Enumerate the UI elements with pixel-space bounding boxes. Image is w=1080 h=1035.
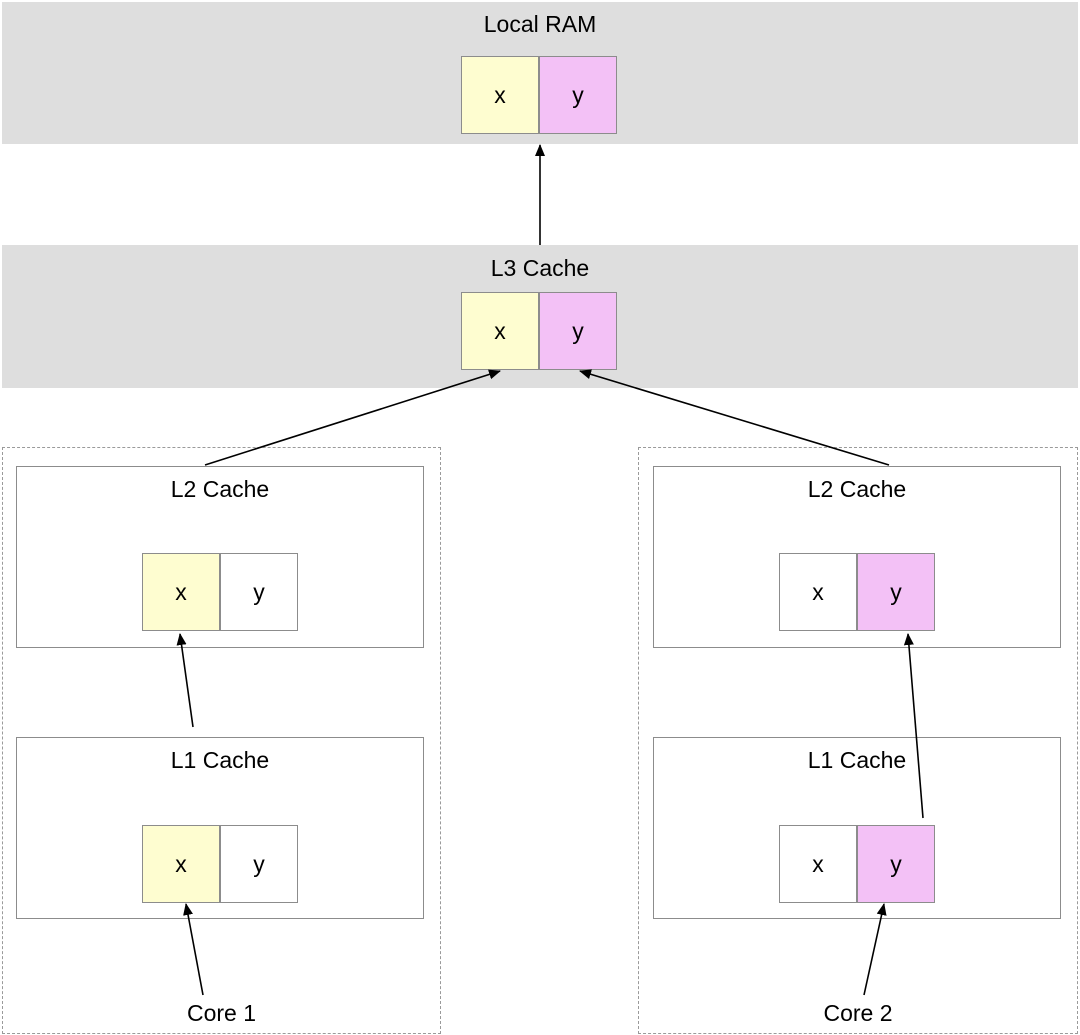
core-2-l1-cell-x: x: [779, 825, 857, 903]
l3-cache-title: L3 Cache: [490, 255, 590, 281]
core-2-l2-cell-y: y: [857, 553, 935, 631]
core-1-l2-cache-box: L2 Cache x y: [16, 466, 424, 648]
local-ram-title: Local RAM: [483, 11, 597, 37]
core-2-l1-cell-y: y: [857, 825, 935, 903]
core-2-label: Core 2: [823, 1000, 893, 1026]
core-1-l1-title: L1 Cache: [170, 747, 270, 773]
core-2-group: L2 Cache x y L1 Cache x y Core 2: [638, 447, 1078, 1034]
core-1-group: L2 Cache x y L1 Cache x y Core 1: [2, 447, 441, 1034]
local-ram-cell-x: x: [461, 56, 539, 134]
local-ram-cell-y: y: [539, 56, 617, 134]
l3-cell-y: y: [539, 292, 617, 370]
core-1-l2-cell-x: x: [142, 553, 220, 631]
local-ram-band: Local RAM x y: [2, 2, 1078, 144]
core-1-label: Core 1: [186, 1000, 257, 1026]
core-2-l1-cache-box: L1 Cache x y: [653, 737, 1061, 919]
core-1-l2-title: L2 Cache: [170, 476, 270, 502]
core-2-l1-title: L1 Cache: [807, 747, 907, 773]
core-2-l2-cache-box: L2 Cache x y: [653, 466, 1061, 648]
core-2-l2-cell-x: x: [779, 553, 857, 631]
l3-cell-x: x: [461, 292, 539, 370]
core-1-l1-cache-box: L1 Cache x y: [16, 737, 424, 919]
l3-cache-band: L3 Cache x y: [2, 245, 1078, 388]
core-2-l2-title: L2 Cache: [807, 476, 907, 502]
core-1-l2-cell-y: y: [220, 553, 298, 631]
core-1-l1-cell-y: y: [220, 825, 298, 903]
core-1-l1-cell-x: x: [142, 825, 220, 903]
